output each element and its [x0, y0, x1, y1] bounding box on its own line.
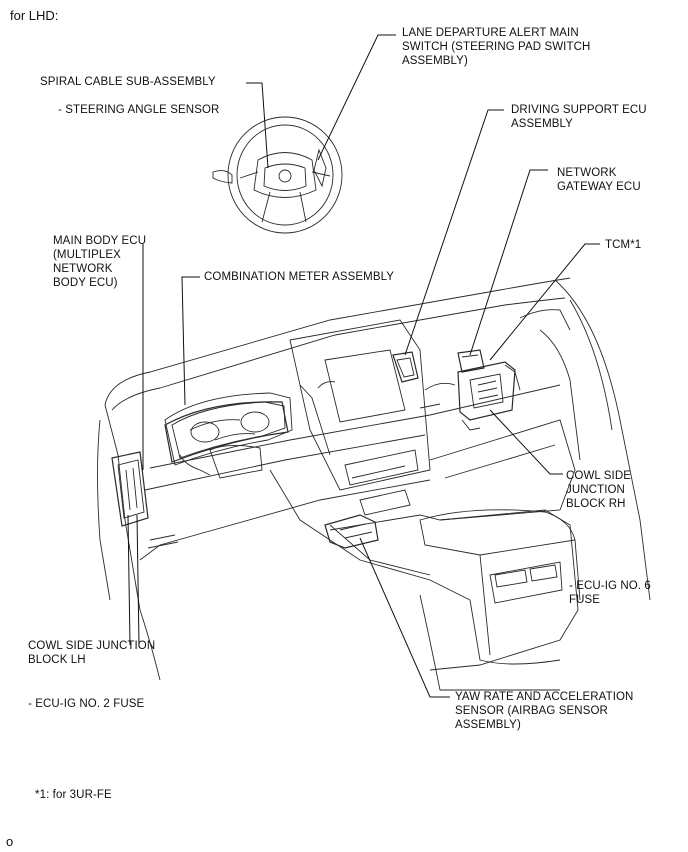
label-network-gateway-ecu: NETWORK GATEWAY ECU	[557, 167, 641, 193]
footnote: *1: for 3UR-FE	[35, 789, 112, 801]
label-steering-angle-sensor: - STEERING ANGLE SENSOR	[58, 104, 220, 116]
label-ecu-ig-no2-fuse: - ECU-IG NO. 2 FUSE	[28, 698, 145, 710]
label-cowl-side-junction-block-rh: COWL SIDE JUNCTION BLOCK RH	[566, 470, 632, 510]
label-spiral-cable: SPIRAL CABLE SUB-ASSEMBLY	[40, 76, 216, 88]
combination-meter-shape	[164, 401, 289, 463]
label-combination-meter: COMBINATION METER ASSEMBLY	[204, 271, 395, 283]
leader-lines	[127, 34, 600, 698]
dashboard-illustration	[97, 277, 651, 691]
main-body-ecu-shape	[111, 451, 149, 527]
steering-wheel-illustration	[212, 116, 343, 234]
yaw-rate-sensor-shape	[324, 514, 379, 549]
cowl-side-junction-block-rh-shape	[457, 361, 521, 431]
label-main-body-ecu: MAIN BODY ECU (MULTIPLEX NETWORK BODY EC…	[53, 235, 147, 289]
label-tcm: TCM*1	[605, 239, 642, 251]
label-driving-support-ecu: DRIVING SUPPORT ECU ASSEMBLY	[511, 104, 647, 130]
page-header: for LHD:	[10, 8, 59, 23]
label-cowl-side-junction-block-lh: COWL SIDE JUNCTION BLOCK LH	[28, 640, 156, 666]
label-yaw-rate-acceleration-sensor: YAW RATE AND ACCELERATION SENSOR (AIRBAG…	[455, 691, 634, 731]
label-lane-departure-alert-switch: LANE DEPARTURE ALERT MAIN SWITCH (STEERI…	[402, 27, 591, 67]
label-ecu-ig-no6-fuse: - ECU-IG NO. 6 FUSE	[569, 580, 651, 606]
network-gateway-ecu-shape	[457, 349, 485, 373]
page-mark: o	[6, 834, 14, 849]
